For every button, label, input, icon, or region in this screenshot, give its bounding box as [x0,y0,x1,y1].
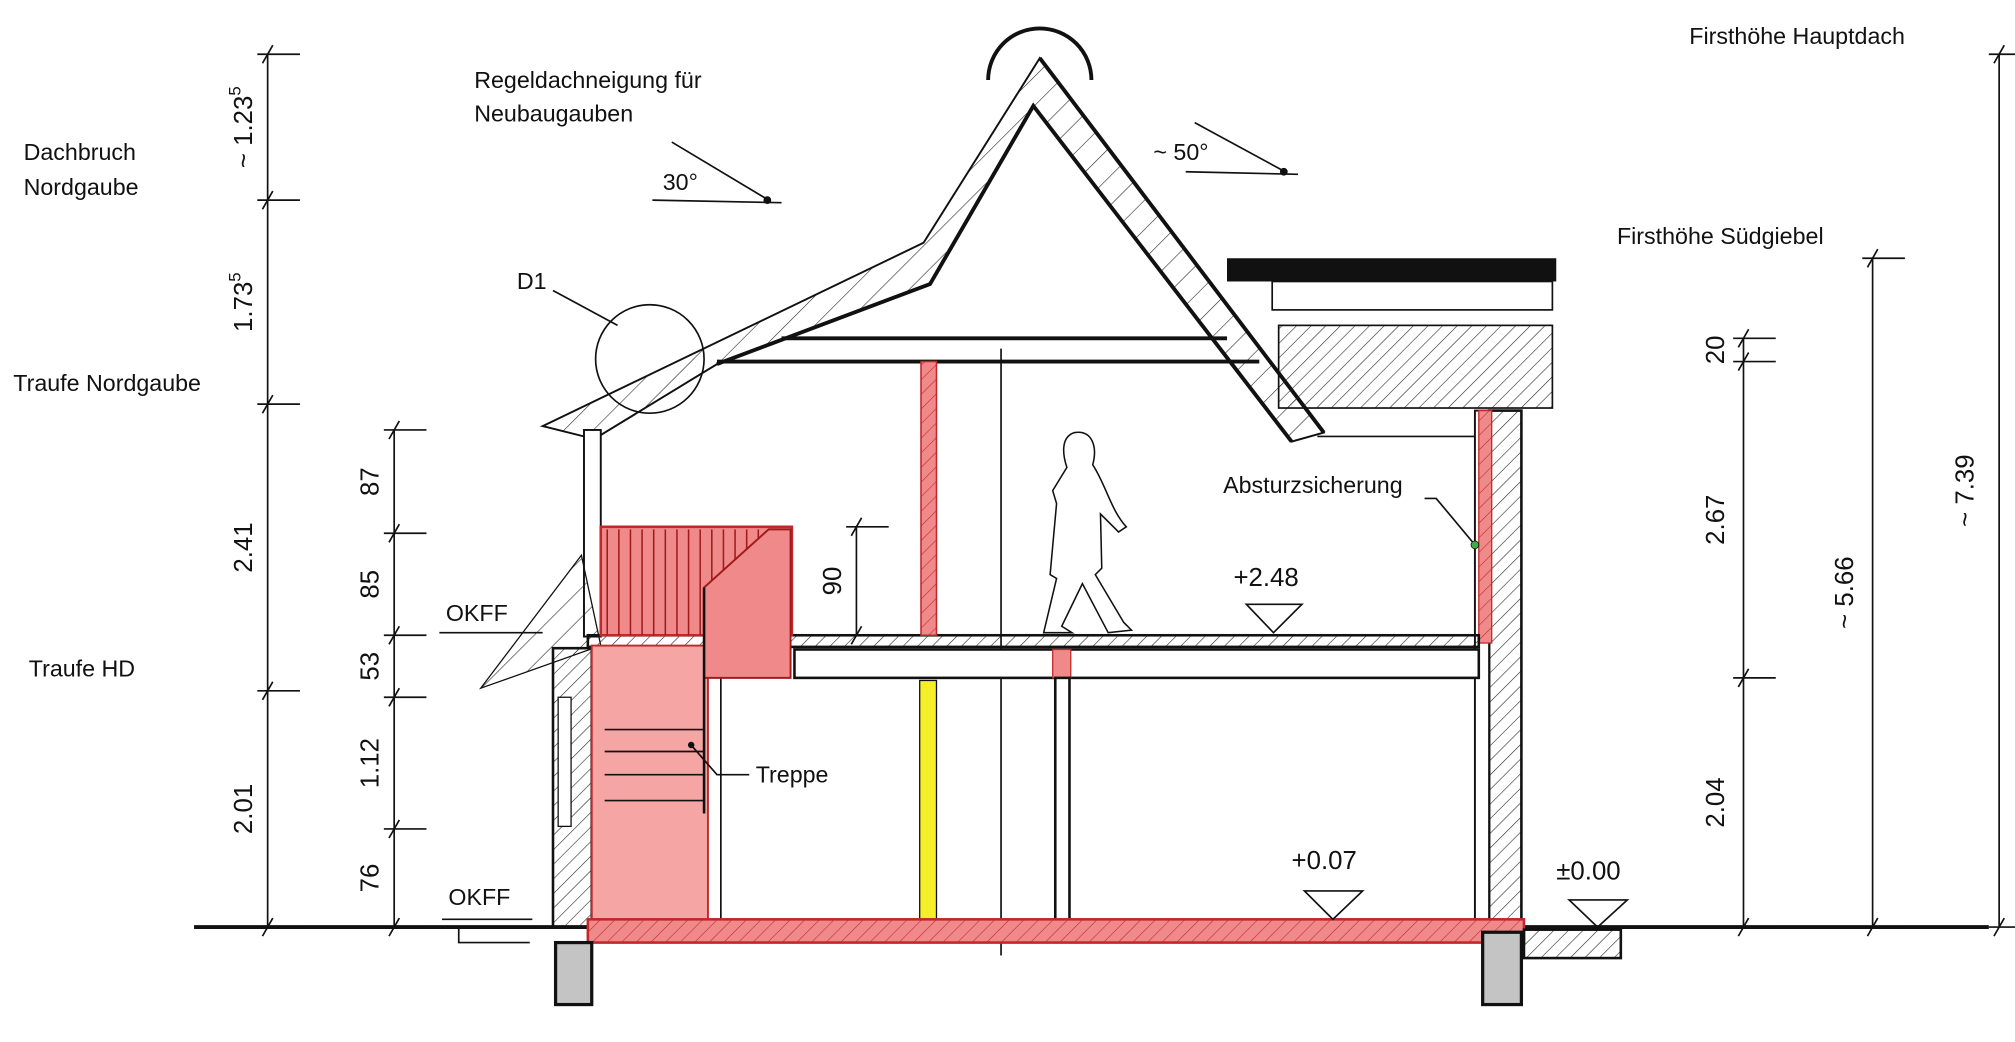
detail-label-d1: D1 [517,268,547,294]
traufe-hd-label: Traufe HD [29,656,135,682]
foundation-left [553,940,594,1007]
dim-chain-left: ~ 1.235 1.735 2.41 2.01 [226,44,300,937]
dimension-label: 90 [819,567,847,596]
dimension-label: 2.04 [1702,777,1730,827]
dimension-label: 2.41 [230,522,258,572]
level-marker-terrain: ±0.00 [1556,857,1630,929]
level-marker-upper: +2.48 [1233,564,1304,634]
okff-lower-label: OKFF [448,884,510,910]
regeldach-label: Regeldachneigung für [474,67,702,93]
south-dormer [1227,258,1557,438]
upper-floor-slab [586,633,1481,649]
dimension-label: ~ 7.39 [1951,454,1979,526]
absturzsicherung-label: Absturzsicherung [1223,472,1403,498]
angle-50-label: ~ 50° [1153,139,1208,165]
dimension-label: 76 [357,864,385,893]
firsthoehe-hauptdach-label: Firsthöhe Hauptdach [1689,23,1905,49]
svg-text:±0.00: ±0.00 [1556,857,1620,885]
dimension-label: 87 [357,467,385,496]
svg-text:+2.48: +2.48 [1233,564,1298,592]
dimension-label: 85 [357,570,385,599]
floor-beam [793,648,1481,680]
main-roof [539,26,1326,443]
ground-column [1053,676,1071,925]
absturz-marker [1470,540,1480,550]
dim-railing: 90 [819,517,889,645]
okff-upper-label: OKFF [446,600,508,626]
ridge-cap [986,26,1094,81]
dim-hauptdach: ~ 7.39 [1951,44,2015,937]
neubaugauben-label: Neubaugauben [474,100,633,126]
nordgaube-label: Nordgaube [24,174,139,200]
dachbruch-label: Dachbruch [24,139,136,165]
foundation-right [1481,930,1524,1007]
dimension-label: 2.67 [1702,495,1730,545]
dim-chain-stair: 87 85 53 1.12 76 [357,420,427,937]
traufe-nordgaube-label: Traufe Nordgaube [13,370,201,396]
terrace-paving [1522,928,1623,960]
red-column [920,360,938,637]
treppe-label: Treppe [756,761,829,787]
dimension-label: ~ 1.235 [226,86,259,168]
left-window [557,696,572,828]
dim-chain-right: 20 2.67 2.04 [1702,328,1776,937]
firsthoehe-suedgiebel-label: Firsthöhe Südgiebel [1617,223,1824,249]
person-silhouette [1042,431,1134,634]
dimension-label: ~ 5.66 [1831,556,1859,628]
angle-30-label: 30° [663,169,698,195]
stair [590,525,794,926]
dimension-label: 20 [1702,336,1730,365]
red-beam-cut [1052,648,1072,679]
dimension-label: 1.735 [226,272,259,332]
dimension-label: 1.12 [357,738,385,788]
dimension-label: 2.01 [230,784,258,834]
level-marker-ground: +0.07 [1292,847,1365,921]
right-upper-red-wall [1478,409,1493,644]
dimension-lines: ~ 1.235 1.735 2.41 2.01 87 85 53 1.12 76 90 20 2.67… [226,44,2015,937]
yellow-column [919,679,938,927]
ground-slab [586,918,1526,944]
dimension-label: 53 [357,652,385,681]
svg-text:+0.07: +0.07 [1292,847,1357,875]
dim-suedgiebel: ~ 5.66 [1831,248,1905,937]
detail-circle-d1 [594,303,705,415]
right-wall [1487,409,1523,929]
